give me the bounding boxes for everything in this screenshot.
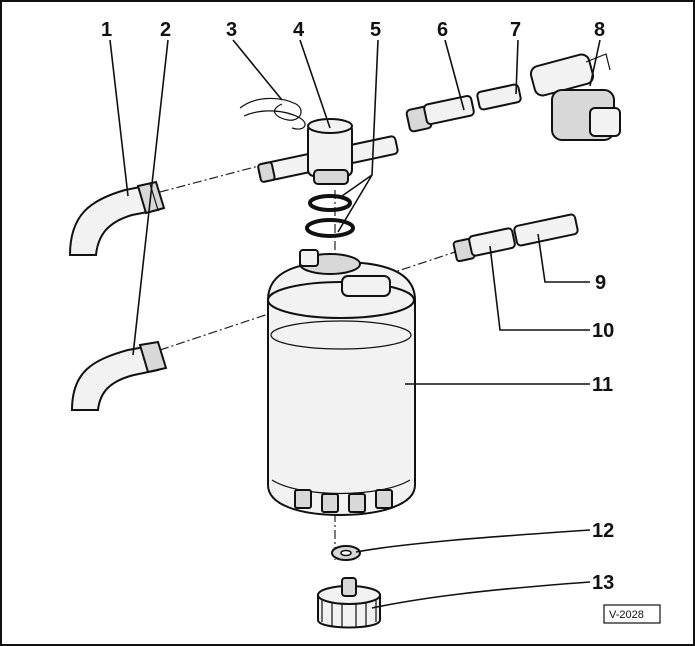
callout-12: 12: [592, 520, 614, 542]
callout-5: 5: [370, 19, 381, 41]
control-valve: [257, 118, 399, 185]
leader-2: [132, 39, 169, 356]
leader-12: [355, 529, 591, 553]
lower-fittings: [452, 213, 579, 263]
leader-5b: [337, 174, 373, 233]
upper-hose: [68, 180, 166, 256]
seal-washer: [331, 545, 361, 561]
leader-6: [444, 39, 465, 111]
leader-8: [589, 39, 601, 87]
upper-hose-sections: [405, 83, 522, 133]
leader-13: [371, 581, 591, 609]
callout-7: 7: [510, 19, 521, 41]
o-rings: [305, 194, 355, 238]
callout-3: 3: [226, 19, 237, 41]
svg-text:V-2028: V-2028: [609, 609, 644, 621]
callout-6: 6: [437, 19, 448, 41]
drain-screw: [317, 577, 381, 629]
lower-hose: [70, 340, 168, 411]
callout-9: 9: [595, 272, 606, 294]
callout-1: 1: [101, 19, 112, 41]
reference-code-box: V-2028: [603, 604, 661, 624]
leader-7: [515, 39, 519, 95]
leader-1: [109, 39, 129, 197]
leader-9: [537, 233, 590, 283]
leader-10: [489, 245, 590, 331]
retaining-clip: [239, 97, 306, 130]
callout-2: 2: [160, 19, 171, 41]
filter-housing: [267, 249, 416, 517]
callout-10: 10: [592, 320, 614, 342]
callout-4: 4: [293, 19, 305, 41]
leader-4: [299, 39, 331, 129]
leader-3: [232, 39, 283, 101]
callout-11: 11: [592, 374, 613, 396]
axis-line-upper: [159, 162, 271, 193]
callout-13: 13: [592, 572, 614, 594]
callout-8: 8: [594, 19, 605, 41]
sensor-connector: [529, 53, 621, 141]
